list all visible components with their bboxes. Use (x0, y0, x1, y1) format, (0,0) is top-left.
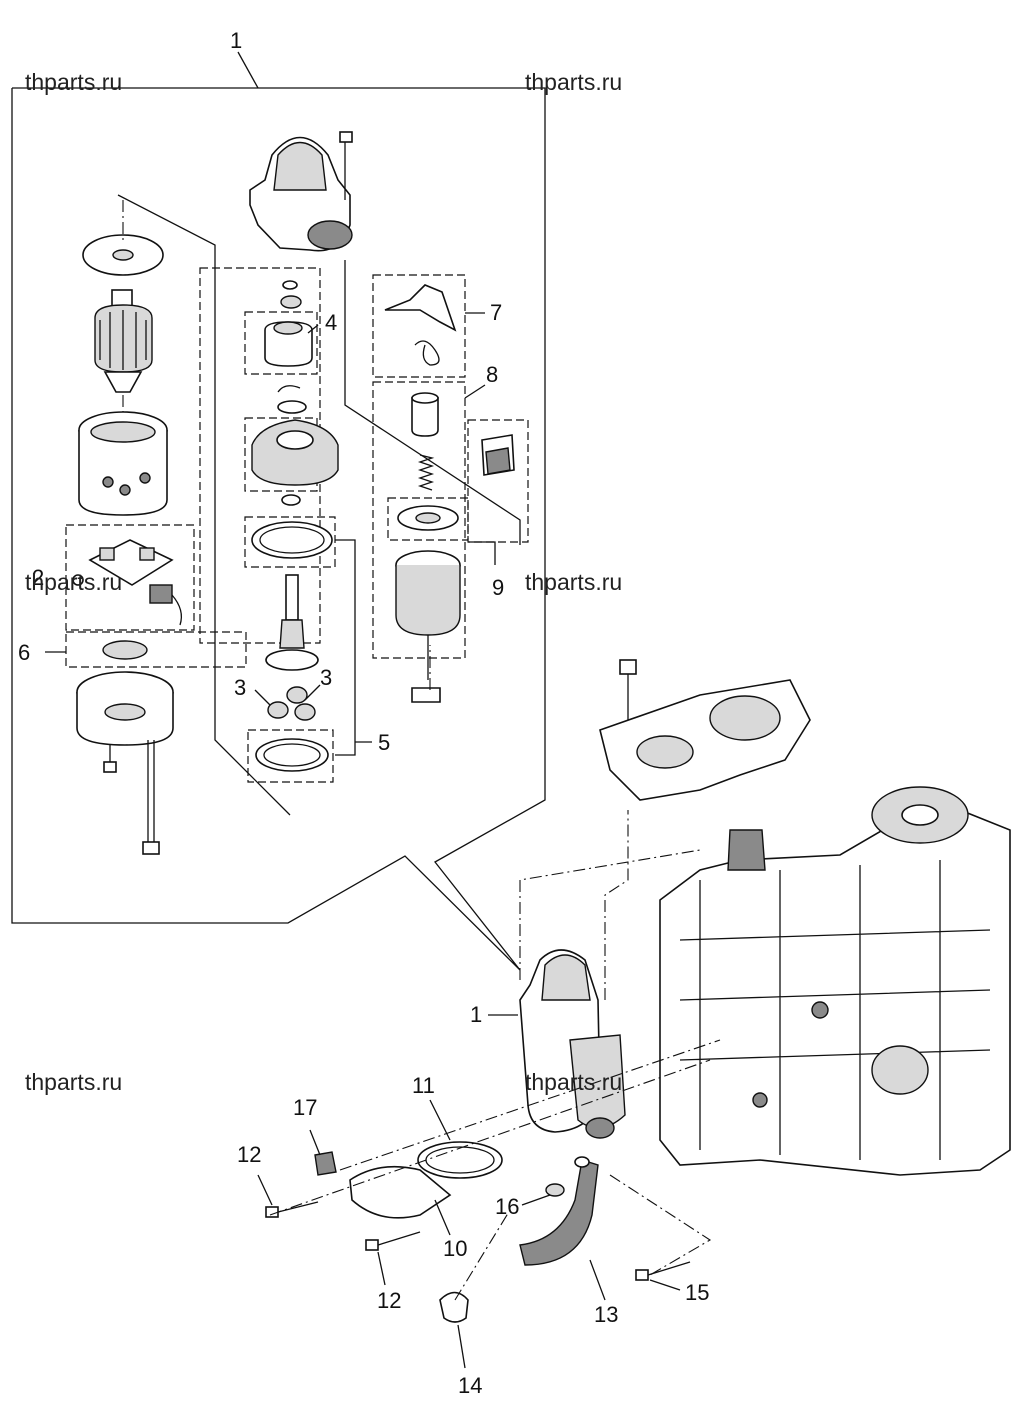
callout-9: 9 (492, 575, 504, 600)
internal-gear-housing (244, 516, 336, 568)
callout-3-left: 3 (234, 675, 246, 700)
callout-17: 17 (293, 1095, 317, 1120)
callout-8: 8 (486, 362, 498, 387)
watermark: thparts.ru (25, 1069, 122, 1095)
callout-16: 16 (495, 1194, 519, 1219)
callout-1-assembly: 1 (470, 1002, 482, 1027)
callout-3-right: 3 (320, 665, 332, 690)
watermark: thparts.ru (525, 569, 622, 595)
callout-6: 6 (18, 640, 30, 665)
callout-10: 10 (443, 1236, 467, 1261)
watermark: thparts.ru (25, 69, 122, 95)
lockplate (65, 631, 247, 668)
through-bolt (142, 740, 160, 855)
callout-12-bottom: 12 (377, 1288, 401, 1313)
brush-holder-assembly (65, 524, 195, 631)
callout-15: 15 (685, 1280, 709, 1305)
armature-washer-plate (82, 200, 164, 276)
front-bracket (249, 131, 353, 252)
callout-5: 5 (378, 730, 390, 755)
pinion-shaft (265, 574, 319, 671)
callout-labels: 1 1 2 3 3 4 5 6 7 8 9 10 11 12 12 13 14 … (18, 28, 709, 1398)
starter-band (349, 1141, 503, 1219)
starter-assembly (519, 949, 626, 1139)
planetary-gears (267, 686, 316, 721)
callout-1-top: 1 (230, 28, 242, 53)
watermark: thparts.ru (525, 69, 622, 95)
watermarks: thparts.ru thparts.ru thparts.ru thparts… (25, 69, 622, 1095)
callout-2: 2 (32, 565, 44, 590)
terminal-cover (467, 419, 529, 543)
callout-13: 13 (594, 1302, 618, 1327)
callout-4: 4 (325, 310, 337, 335)
internal-gear (247, 729, 334, 783)
callout-7: 7 (490, 300, 502, 325)
callout-12-top: 12 (237, 1142, 261, 1167)
alignment-lines (269, 260, 721, 1301)
battery-cable (519, 1156, 599, 1266)
mounting-bracket (599, 659, 811, 801)
lever-spring-set (372, 274, 466, 378)
engine-block (659, 786, 1011, 1176)
watermark: thparts.ru (25, 569, 122, 595)
yoke-housing (78, 411, 168, 516)
rear-end-cover (76, 671, 174, 773)
callout-14: 14 (458, 1373, 482, 1398)
callout-11: 11 (412, 1073, 435, 1098)
armature (94, 289, 153, 415)
pinion-group (199, 267, 339, 644)
leader-lines (45, 312, 681, 1369)
small-parts (265, 1151, 691, 1323)
solenoid-group (372, 381, 469, 703)
watermark: thparts.ru (525, 1069, 622, 1095)
